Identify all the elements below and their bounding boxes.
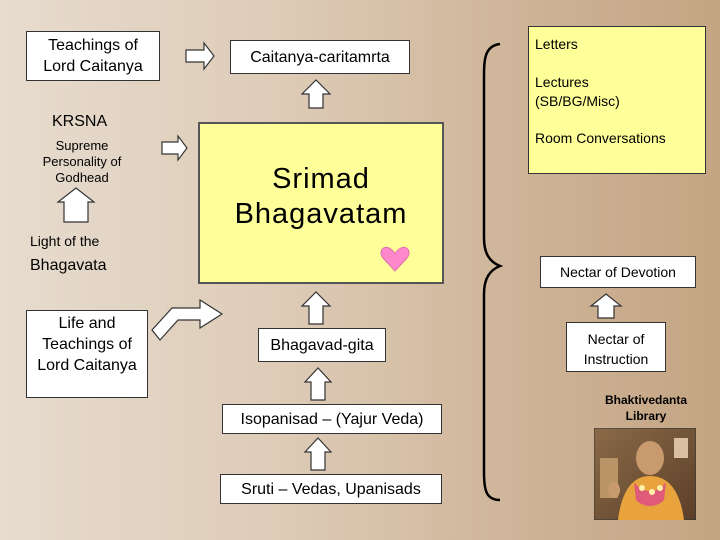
box-bhagavad-gita: Bhagavad-gita bbox=[258, 328, 386, 362]
nectar-instruction-label: Nectar of Instruction bbox=[583, 331, 649, 367]
library-line1: Bhaktivedanta bbox=[604, 393, 688, 407]
box-isopanisad: Isopanisad – (Yajur Veda) bbox=[222, 404, 442, 434]
room-conversations-label: Room Conversations bbox=[535, 130, 666, 146]
teachings-caitanya-label: Teachings of Lord Caitanya bbox=[43, 37, 143, 75]
arrow-icon bbox=[56, 187, 96, 223]
box-sruti: Sruti – Vedas, Upanisads bbox=[220, 474, 442, 504]
sruti-label: Sruti – Vedas, Upanisads bbox=[241, 481, 421, 498]
light-of-the-bhagavata: Light of the Bhagavata bbox=[30, 232, 160, 282]
bhaktivedanta-library-caption: Bhaktivedanta Library bbox=[594, 392, 698, 424]
box-nectar-of-instruction: Nectar of Instruction bbox=[566, 322, 666, 372]
caitanya-caritamrta-label: Caitanya-caritamrta bbox=[250, 49, 390, 66]
lectures-line1: Lectures bbox=[535, 74, 589, 90]
srimad-line1: Srimad bbox=[272, 163, 370, 195]
box-teachings-of-lord-caitanya: Teachings of Lord Caitanya bbox=[26, 31, 160, 81]
portrait-photo bbox=[594, 428, 696, 520]
krsna-subtitle: Supreme Personality of Godhead bbox=[42, 138, 122, 185]
library-line2: Library bbox=[625, 409, 667, 423]
nectar-devotion-label: Nectar of Devotion bbox=[560, 264, 676, 280]
arrow-icon bbox=[300, 291, 332, 325]
arrow-icon bbox=[303, 367, 333, 401]
light-of-the-label: Light of the bbox=[30, 233, 100, 249]
box-prabhupada-works: Letters Lectures (SB/BG/Misc) Room Conve… bbox=[528, 26, 706, 174]
krsna-title: KRSNA bbox=[52, 113, 108, 130]
heart-icon bbox=[380, 246, 410, 272]
arrow-icon bbox=[300, 79, 332, 109]
box-nectar-of-devotion: Nectar of Devotion bbox=[540, 256, 696, 288]
box-srimad-bhagavatam: Srimad Bhagavatam bbox=[198, 122, 444, 284]
srimad-line2: Bhagavatam bbox=[234, 198, 408, 230]
arrow-icon bbox=[151, 298, 224, 341]
krsna-block: KRSNA Supreme Personality of Godhead bbox=[28, 112, 136, 190]
arrow-icon bbox=[161, 134, 188, 162]
arrow-icon bbox=[589, 293, 623, 319]
lectures-line2: (SB/BG/Misc) bbox=[535, 93, 620, 109]
arrow-icon bbox=[185, 41, 215, 71]
box-life-and-teachings: Life and Teachings of Lord Caitanya bbox=[26, 310, 148, 398]
curly-brace bbox=[482, 42, 504, 502]
bhagavad-gita-label: Bhagavad-gita bbox=[270, 337, 374, 354]
arrow-icon bbox=[303, 437, 333, 471]
isopanisad-label: Isopanisad – (Yajur Veda) bbox=[240, 411, 424, 428]
letters-label: Letters bbox=[535, 36, 578, 52]
bhagavata-label: Bhagavata bbox=[30, 257, 107, 274]
life-teachings-label: Life and Teachings of Lord Caitanya bbox=[37, 315, 137, 374]
box-caitanya-caritamrta: Caitanya-caritamrta bbox=[230, 40, 410, 74]
